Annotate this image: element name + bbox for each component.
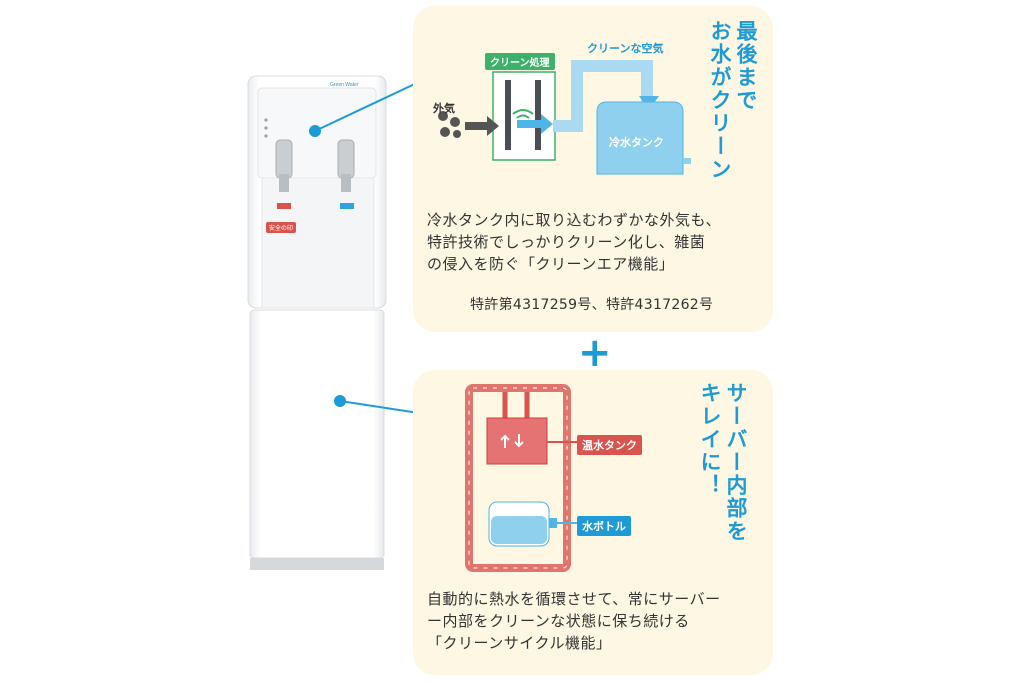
outside-air-label: 外気 xyxy=(433,102,455,115)
water-server-illustration xyxy=(247,75,387,570)
hot-indicator xyxy=(277,203,291,209)
clean-air-panel: 最後まで お水がクリーン クリーン処理 クリーンな空気 外気 冷水タンク 冷水タ… xyxy=(413,6,773,332)
clean-air-description: 冷水タンク内に取り込むわずかな外気も、 特許技術でしっかりクリーン化し、雑菌 の… xyxy=(427,211,722,273)
clean-air-label: クリーンな空気 xyxy=(587,42,664,55)
pointer-dot-top xyxy=(309,125,321,137)
clean-process-tag: クリーン処理 xyxy=(485,53,555,70)
pointer-dot-bottom xyxy=(334,395,346,407)
clean-air-diagram xyxy=(438,60,691,175)
patent-numbers: 特許第4317259号、特許4317262号 xyxy=(470,297,714,313)
hot-tank-label: 温水タンク xyxy=(577,435,642,455)
clean-air-title: 最後まで お水がクリーン xyxy=(708,20,758,181)
clean-cycle-title: サーバー内部を キレイに！ xyxy=(698,382,748,543)
water-bottle-label: 水ボトル xyxy=(577,516,631,536)
safety-badge: 安全の印 xyxy=(266,222,297,233)
cold-tank-label: 冷水タンク xyxy=(609,136,664,149)
cold-indicator xyxy=(340,203,354,209)
water-server: Green Water 安全の印 xyxy=(244,74,390,574)
plus-sign: + xyxy=(578,330,612,376)
clean-cycle-panel: サーバー内部を キレイに！ 温水タンク 水ボトル 自動的に熱水を循環させて、常に… xyxy=(413,370,773,675)
brand-logo: Green Water xyxy=(330,82,359,88)
clean-cycle-diagram xyxy=(465,384,577,572)
clean-cycle-description: 自動的に熱水を循環させて、常にサーバー ー内部をクリーンな状態に保ち続ける 「ク… xyxy=(427,590,721,652)
